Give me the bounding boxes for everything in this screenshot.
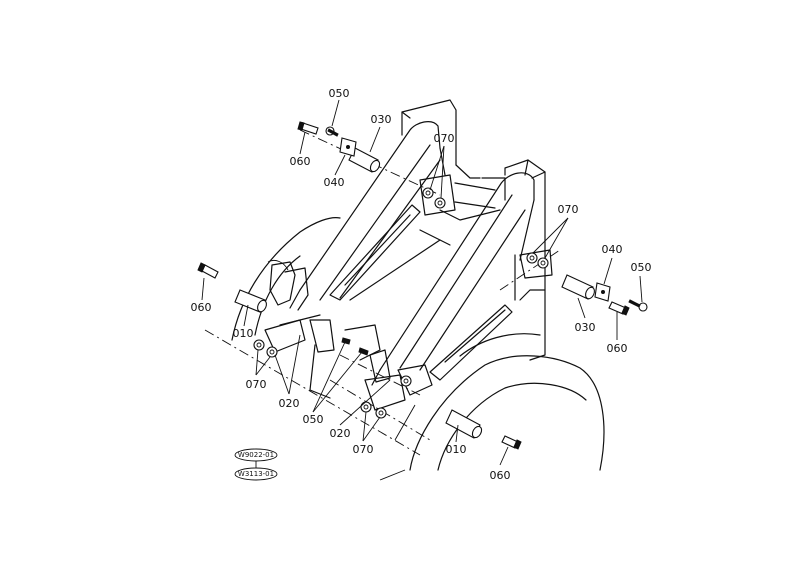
callout-030-top: 030 — [371, 113, 392, 126]
leader-lines — [201, 99, 643, 466]
callout-070-bottom: 070 — [353, 443, 374, 456]
callout-070-left: 070 — [246, 378, 267, 391]
callout-060-right: 060 — [607, 342, 628, 355]
callout-010-bottom: 010 — [446, 443, 467, 456]
callout-070-top: 070 — [434, 132, 455, 145]
callout-050-top: 050 — [329, 87, 350, 100]
washers-070-top — [422, 187, 446, 209]
pin-010-left — [234, 289, 267, 313]
callout-060-bottom: 060 — [490, 469, 511, 482]
callout-040-top: 040 — [324, 176, 345, 189]
bolt-050-mid — [341, 337, 369, 356]
right-tire — [379, 333, 605, 481]
callout-060-left: 060 — [191, 301, 212, 314]
left-tire — [231, 217, 341, 341]
reference-label-1: W9022-01 — [238, 451, 274, 459]
pin-030-right — [561, 274, 595, 300]
washers-070-left — [253, 339, 278, 358]
fitting-060-right — [608, 301, 630, 316]
reference-stamps: W9022-01 W3113-01 — [234, 448, 278, 481]
callout-060-top: 060 — [290, 155, 311, 168]
center-lines — [204, 129, 561, 456]
loader-frame — [401, 99, 546, 361]
mounting-brackets — [264, 174, 553, 411]
washers-070-bottom — [360, 375, 412, 419]
callout-010-left: 010 — [233, 327, 254, 340]
pin-030-top — [348, 147, 381, 173]
lift-cylinders — [329, 204, 513, 381]
right-boom-arm — [371, 172, 535, 386]
callout-050-right: 050 — [631, 261, 652, 274]
plate-040-top — [339, 137, 357, 157]
callout-020-mid: 020 — [330, 427, 351, 440]
bolt-050-top — [325, 126, 339, 137]
left-boom-arm — [289, 121, 446, 309]
fitting-060-left — [197, 262, 219, 279]
plate-040-right — [594, 282, 611, 302]
callout-050-mid: 050 — [303, 413, 324, 426]
callout-070-right: 070 — [558, 203, 579, 216]
reference-label-2: W3113-01 — [238, 470, 274, 478]
callout-020-left: 020 — [279, 397, 300, 410]
pin-010-bottom — [445, 409, 483, 439]
fitting-060-top — [297, 121, 319, 135]
fitting-060-bottom — [501, 435, 522, 450]
washers-070-right — [526, 252, 549, 269]
callout-040-right: 040 — [602, 243, 623, 256]
callout-030-right: 030 — [575, 321, 596, 334]
bolt-050-right — [628, 299, 648, 312]
callout-labels: 050 030 070 060 040 070 040 050 060 010 … — [191, 87, 652, 482]
